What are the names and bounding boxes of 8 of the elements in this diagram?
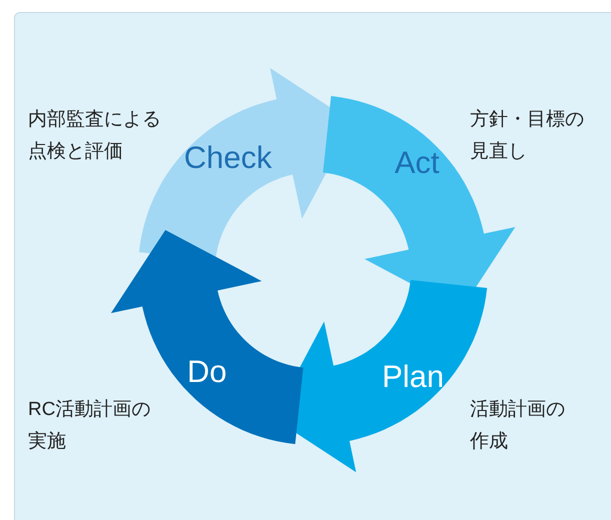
stage-label: Plan xyxy=(382,358,444,395)
description-text: RC活動計画の実施 xyxy=(28,398,152,454)
stage-label: Check xyxy=(184,140,272,176)
description-text: 活動計画の作成 xyxy=(470,398,566,454)
stage-label: Act xyxy=(394,144,440,181)
description-text: 方針・目標の見直し xyxy=(470,108,585,164)
stage-label: Do xyxy=(187,354,227,390)
description-text: 内部監査による点検と評価 xyxy=(28,108,162,164)
